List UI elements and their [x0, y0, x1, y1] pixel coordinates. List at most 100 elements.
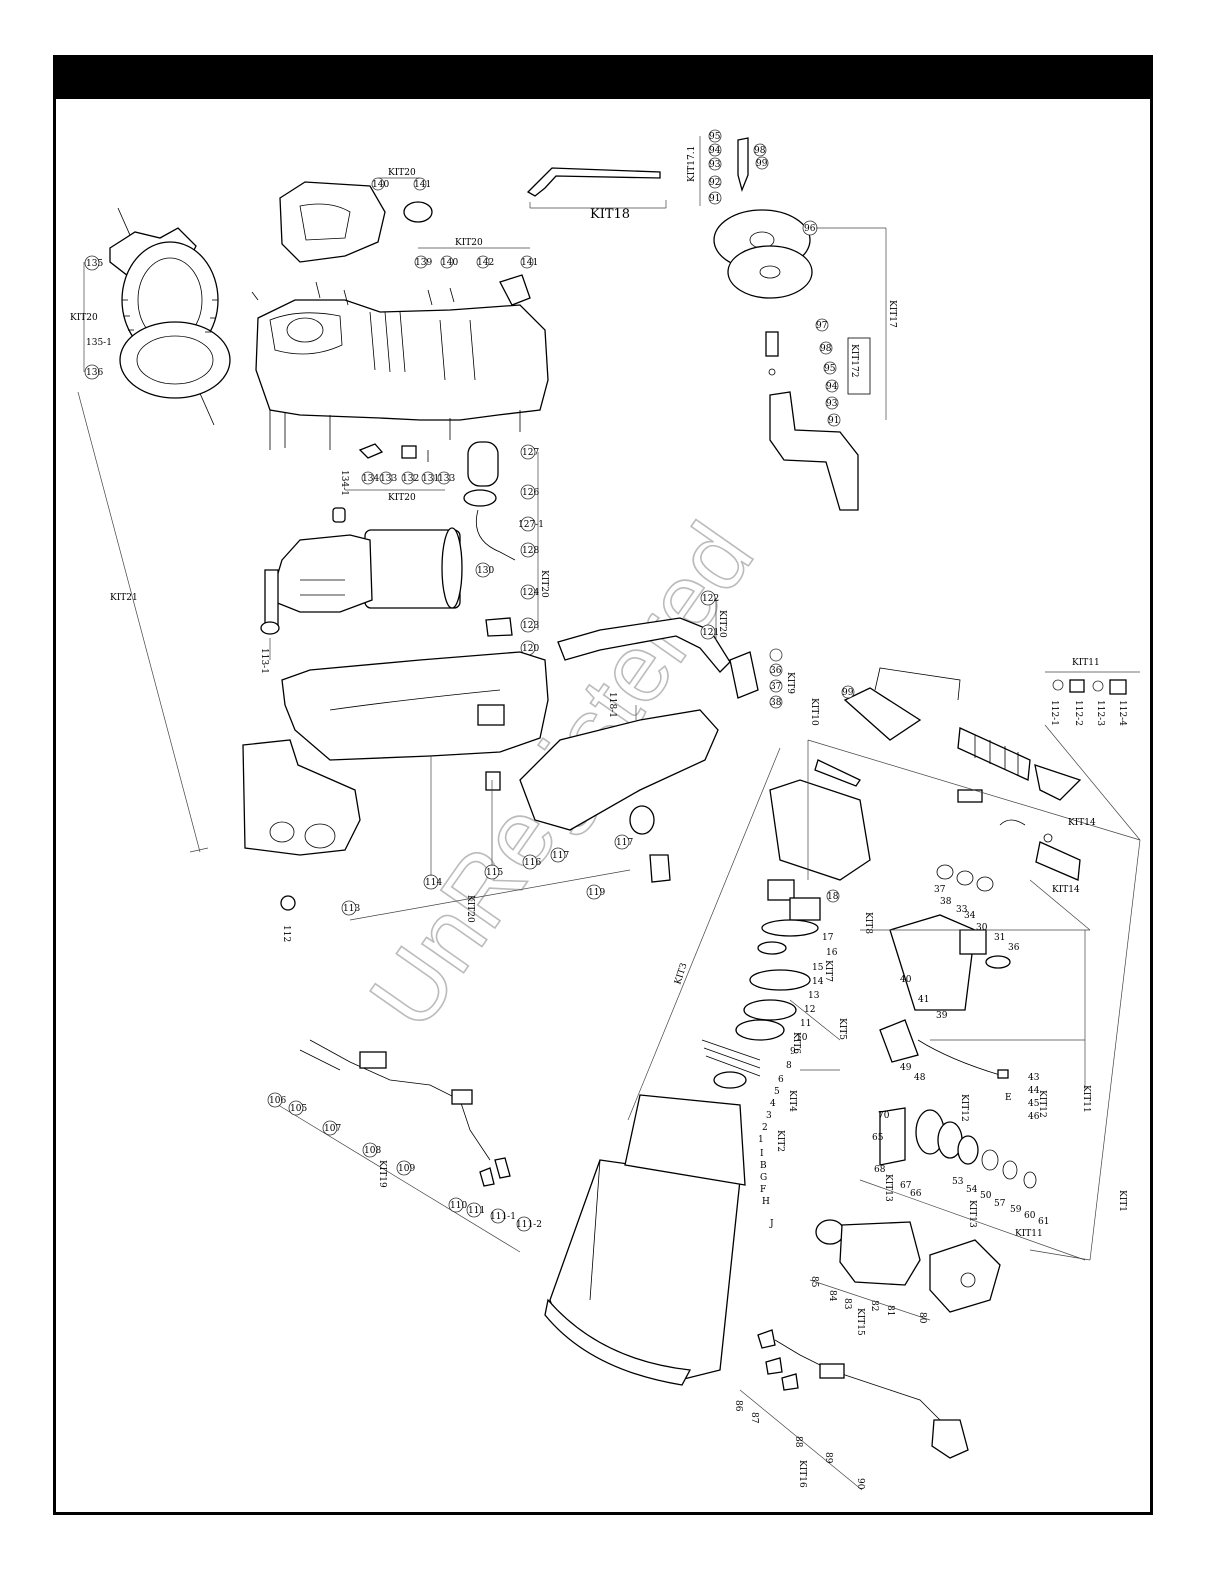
part-label: 40 — [900, 975, 912, 985]
part-label: 59 — [1010, 1205, 1022, 1215]
part-label: 117 — [552, 851, 569, 861]
part-label: 50 — [980, 1191, 992, 1201]
part-label: 98 — [754, 146, 766, 156]
part-label: 4 — [770, 1099, 776, 1109]
part-label: 18 — [827, 892, 839, 902]
valve-callouts: 18 KIT8 17 16 15 KIT7 14 13 12 11 10 9 8… — [758, 889, 873, 1229]
part-label: 133 — [380, 474, 397, 484]
base-housing: 113-1 — [259, 638, 549, 761]
part-label: 61 — [1038, 1217, 1049, 1227]
part-label: 117 — [616, 838, 633, 848]
part-label: J — [769, 1219, 774, 1229]
kit11-connector: KIT11 112-1 112-2 112-3 112-4 — [1044, 658, 1141, 841]
part-label: 110 — [450, 1201, 467, 1211]
part-label: 89 — [823, 1452, 833, 1464]
kit13-valve-series: KIT13 KIT13 KIT11 70 65 68 67 66 53 54 5… — [859, 1107, 1086, 1261]
part-label: KIT20 — [455, 238, 483, 248]
part-label: 86 — [733, 1400, 743, 1412]
part-label: 127 — [522, 448, 539, 458]
part-label: 113 — [343, 904, 360, 914]
part-label: 49 — [900, 1063, 912, 1073]
part-label: 120 — [522, 644, 539, 654]
part-label: 114 — [425, 878, 442, 888]
part-label: 99 — [842, 688, 854, 698]
part-label: 94 — [709, 146, 721, 156]
part-label: 34 — [964, 911, 976, 921]
part-label: I — [760, 1149, 764, 1159]
part-label: 123 — [522, 621, 539, 631]
part-label: 81 — [885, 1305, 895, 1316]
part-label: KIT11 — [1015, 1229, 1043, 1239]
part-label: 38 — [770, 698, 782, 708]
part-label: 140 — [441, 258, 458, 268]
part-label: 142 — [477, 258, 494, 268]
kit14-nozzle: KIT14 KIT14 — [999, 818, 1096, 895]
part-label: KIT13 — [883, 1174, 893, 1202]
part-label: KIT172 — [849, 344, 859, 377]
part-label: 139 — [415, 258, 432, 268]
part-label: 119 — [588, 888, 605, 898]
part-label: 68 — [874, 1165, 886, 1175]
kit15-pump-head: 85 84 83 82 81 80 KIT15 — [809, 1219, 1001, 1336]
part-label: 48 — [914, 1073, 926, 1083]
part-label: 91 — [828, 416, 839, 426]
base-callouts: KIT20 113 114 115 116 117 119 117 — [341, 756, 633, 923]
part-label: KIT20 — [717, 610, 727, 638]
part-label: 30 — [976, 923, 988, 933]
part-label: 37 — [770, 682, 782, 692]
part-label: E — [1005, 1093, 1012, 1103]
part-label: KIT18 — [590, 207, 630, 222]
part-label: 130 — [477, 566, 494, 576]
part-label: 8 — [786, 1061, 792, 1071]
part-label: 111-1 — [490, 1212, 516, 1222]
part-label: 112-2 — [1073, 700, 1083, 726]
part-label: 11 — [800, 1019, 811, 1029]
part-label: 141 — [414, 180, 431, 190]
part-label: 37 — [934, 885, 946, 895]
part-label: 3 — [766, 1111, 772, 1121]
part-label: 134-1 — [339, 470, 349, 496]
part-label: 80 — [917, 1312, 927, 1324]
kit18-hose: KIT18 — [526, 167, 667, 222]
part-label: KIT12 — [1037, 1090, 1047, 1118]
part-label: 134 — [362, 474, 379, 484]
part-label: 36 — [770, 666, 782, 676]
part-label: 127-1 — [518, 520, 544, 530]
part-label: 91 — [709, 194, 720, 204]
part-label: 111 — [468, 1206, 485, 1216]
part-label: 124 — [522, 588, 539, 598]
part-label: 14 — [812, 977, 824, 987]
part-label: 126 — [522, 488, 539, 498]
part-label: 135-1 — [86, 338, 112, 348]
part-label: 136 — [86, 368, 103, 378]
part-label: 57 — [994, 1199, 1006, 1209]
part-label: 108 — [364, 1146, 381, 1156]
part-label: 105 — [290, 1104, 307, 1114]
part-label: 12 — [804, 1005, 815, 1015]
kit12-switch: 49 48 KIT12 KIT12 43 44 45 46 E — [879, 1019, 1085, 1122]
part-label: 38 — [940, 897, 952, 907]
part-label: KIT20 — [388, 493, 416, 503]
part-label: KIT3 — [673, 962, 689, 986]
part-label: 128 — [522, 546, 539, 556]
motor-body: KIT3 — [544, 747, 781, 1386]
part-label: 141 — [521, 258, 538, 268]
part-label: KIT10 — [809, 698, 819, 726]
valve-stack — [701, 779, 871, 1089]
part-label: KIT13 — [967, 1200, 977, 1228]
kit16-power-cord: KIT16 86 87 88 89 90 — [733, 1329, 969, 1491]
clips-row: KIT20 134-1 134 133 132 131 133 — [339, 443, 455, 503]
top-cover: KIT20 140 141 — [279, 168, 433, 263]
part-label: KIT1 — [1117, 1190, 1127, 1212]
part-label: 92 — [709, 178, 720, 188]
part-label: 88 — [793, 1436, 803, 1448]
part-label: 67 — [900, 1181, 912, 1191]
part-label: KIT17.1 — [687, 146, 697, 182]
part-label: 41 — [918, 995, 929, 1005]
part-label: 133 — [438, 474, 455, 484]
part-label: 116 — [524, 858, 541, 868]
part-label: F — [760, 1185, 766, 1195]
part-label: 46 — [1028, 1112, 1040, 1122]
part-label: KIT9 — [785, 672, 795, 694]
lower-shroud: 112 — [242, 739, 361, 942]
